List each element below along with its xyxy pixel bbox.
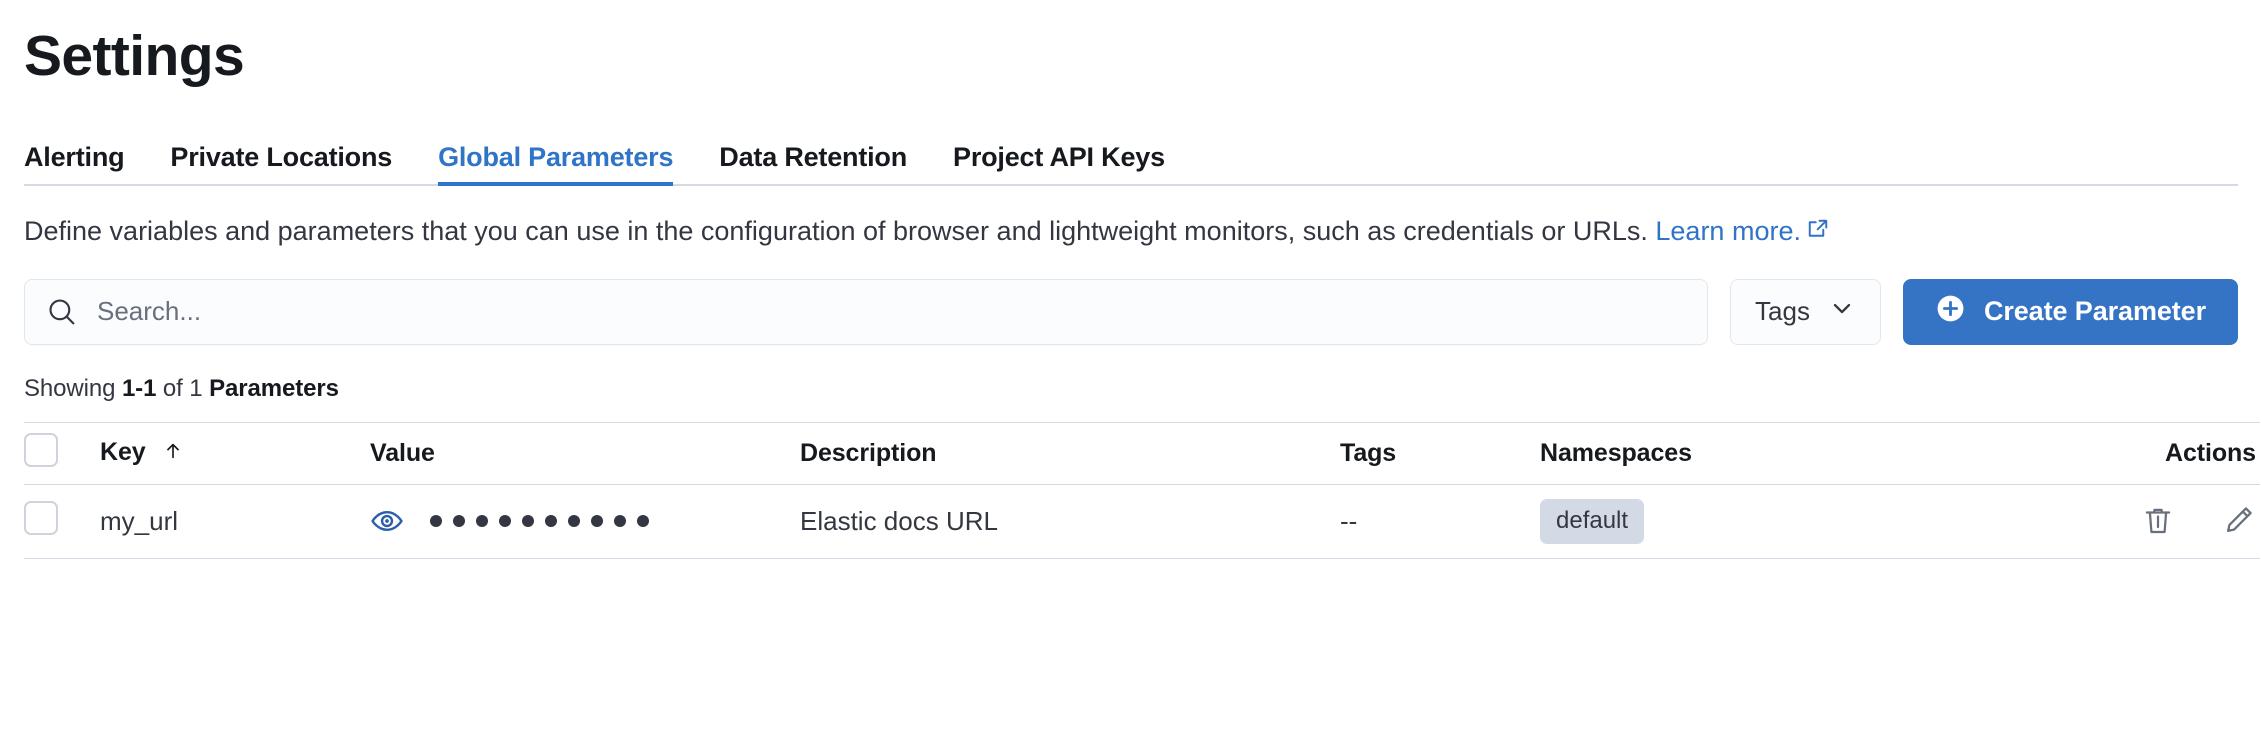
cell-description: Elastic docs URL	[800, 505, 998, 536]
results-count: Showing 1-1 of 1 Parameters	[24, 375, 2238, 403]
tab-alerting[interactable]: Alerting	[24, 123, 125, 184]
tab-data-retention[interactable]: Data Retention	[719, 123, 907, 184]
cell-actions	[1960, 484, 2260, 558]
page-title: Settings	[24, 24, 245, 88]
results-range: 1-1	[121, 374, 157, 402]
sort-arrow-up-icon	[162, 440, 184, 469]
tabs: Alerting Private Locations Global Parame…	[24, 123, 2238, 186]
cell-tags: --	[1340, 505, 1358, 536]
row-select-cell	[24, 484, 100, 558]
external-link-icon	[1806, 213, 1830, 251]
select-all-checkbox[interactable]	[24, 432, 58, 467]
search-icon	[45, 295, 79, 329]
search-input[interactable]	[97, 296, 1688, 328]
tab-global-parameters[interactable]: Global Parameters	[438, 123, 674, 186]
cell-namespaces: default	[1540, 484, 1960, 558]
column-header-namespaces[interactable]: Namespaces	[1540, 438, 1692, 467]
create-parameter-button[interactable]: Create Parameter	[1902, 278, 2238, 345]
column-header-tags[interactable]: Tags	[1340, 438, 1397, 467]
chevron-down-icon	[1828, 294, 1856, 329]
column-header-key-label: Key	[100, 437, 146, 466]
tags-filter-button[interactable]: Tags	[1730, 278, 1881, 345]
table-header-row: Key Value Description Tags Namespaces Ac…	[24, 422, 2260, 485]
column-header-actions: Actions	[2165, 438, 2256, 467]
cell-key: my_url	[100, 505, 179, 536]
table-body: my_url	[24, 484, 2260, 559]
results-noun: Parameters	[209, 374, 339, 402]
table-row: my_url	[24, 484, 2260, 559]
tab-bar: Alerting Private Locations Global Parame…	[24, 123, 2238, 186]
row-actions	[1960, 503, 2260, 539]
description-body: Define variables and parameters that you…	[24, 215, 1648, 246]
column-header-value[interactable]: Value	[370, 438, 435, 467]
edit-pencil-icon[interactable]	[2220, 503, 2256, 539]
learn-more-label: Learn more.	[1655, 215, 1801, 246]
namespace-badge: default	[1540, 498, 1645, 544]
description-text: Define variables and parameters that you…	[24, 212, 2238, 251]
masked-value	[430, 515, 649, 528]
delete-icon[interactable]	[2140, 503, 2176, 539]
tab-project-api-keys[interactable]: Project API Keys	[953, 123, 1165, 184]
search-box[interactable]	[24, 278, 1709, 345]
tab-private-locations[interactable]: Private Locations	[170, 123, 392, 184]
table-header: Key Value Description Tags Namespaces Ac…	[24, 422, 2260, 485]
results-middle: of 1	[156, 374, 210, 402]
plus-circle-icon	[1935, 293, 1966, 331]
toolbar: Tags Create Parameter	[24, 278, 2238, 345]
results-prefix: Showing	[24, 374, 122, 402]
create-parameter-label: Create Parameter	[1983, 296, 2206, 327]
value-cell-content	[370, 504, 800, 538]
learn-more-link[interactable]: Learn more.	[1655, 216, 1801, 246]
select-all-header	[24, 422, 100, 484]
eye-icon[interactable]	[370, 504, 404, 538]
column-header-key[interactable]: Key	[100, 422, 370, 484]
column-header-description[interactable]: Description	[800, 438, 937, 467]
tags-filter-label: Tags	[1755, 296, 1810, 327]
cell-value	[370, 484, 800, 558]
row-select-checkbox[interactable]	[24, 500, 58, 535]
parameters-table: Key Value Description Tags Namespaces Ac…	[24, 422, 2260, 559]
